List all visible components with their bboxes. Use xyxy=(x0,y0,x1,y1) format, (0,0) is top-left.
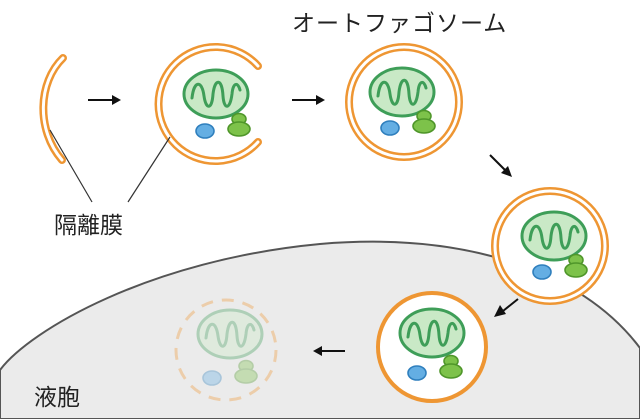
autophagosome-stage-3 xyxy=(345,43,463,161)
autophagosome-label: オートファゴソーム xyxy=(292,11,508,37)
isolation-membrane-stage-2 xyxy=(154,43,262,165)
mitochondrion-stage-5 xyxy=(398,307,466,359)
mitochondrion-stage-2 xyxy=(182,68,250,120)
arrow-right-1 xyxy=(88,95,121,105)
arrow-left xyxy=(313,346,345,356)
degrading-contents-stage-6 xyxy=(174,298,278,402)
vacuole-label: 液胞 xyxy=(34,385,80,411)
arrow-down-right xyxy=(489,154,512,177)
mitochondrion-stage-4 xyxy=(520,210,588,262)
leader-line-1 xyxy=(49,129,93,203)
arrow-down-left xyxy=(494,298,519,317)
isolation-membrane-label: 隔離膜 xyxy=(54,213,123,239)
mitochondrion-stage-3 xyxy=(368,66,436,118)
leader-line-2 xyxy=(127,136,171,203)
arrow-right-2 xyxy=(292,95,325,105)
